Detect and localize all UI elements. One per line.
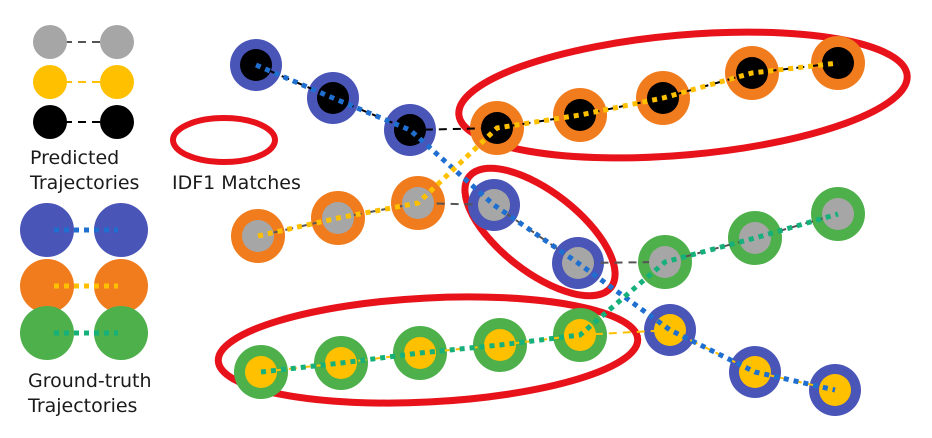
legend-predicted-yellow [33, 65, 134, 99]
gt-label-line2: Trajectories [28, 395, 138, 417]
gt-green-line [260, 211, 839, 375]
match-ellipse-top [455, 28, 911, 162]
legend-predicted-black [33, 105, 134, 139]
match-ellipse-middle [461, 164, 619, 300]
gt-lines [255, 60, 839, 393]
gt-orange-line [257, 60, 839, 239]
legend [20, 25, 278, 360]
idf1-matches-label: IDF1 Matches [172, 172, 301, 194]
predicted-label-line1: Predicted [30, 147, 120, 169]
legend-gt-orange [20, 259, 148, 313]
predicted-label-line2: Trajectories [30, 172, 140, 194]
pred-black-node [564, 99, 596, 131]
pred-gray-node [739, 222, 771, 254]
match-ellipse-bottom [214, 293, 642, 407]
pred-black-node [394, 114, 426, 146]
legend-predicted-gray [33, 25, 134, 59]
gt-blue-line [255, 62, 836, 393]
gt-label-line1: Ground-truth [28, 370, 152, 392]
pred-black-node [240, 49, 272, 81]
legend-gt-blue [20, 203, 148, 257]
legend-gt-green [20, 306, 148, 360]
legend-idf1-ellipse [170, 115, 278, 165]
